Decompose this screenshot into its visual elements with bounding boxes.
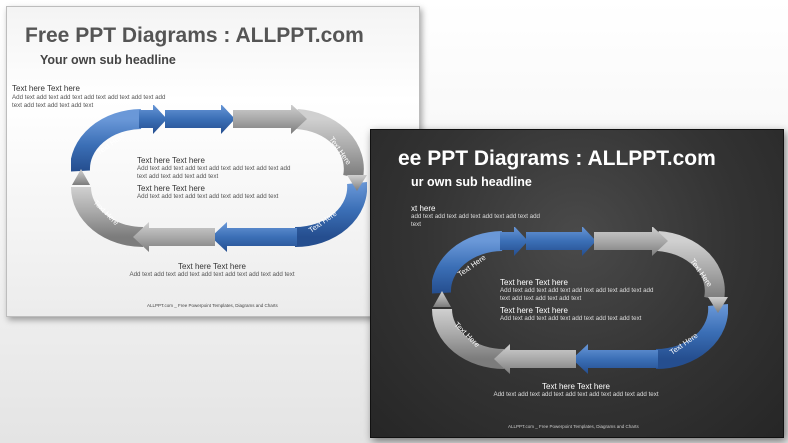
arrow-left-2 <box>133 222 215 252</box>
bottom-text-title: Text here Text here <box>178 262 246 271</box>
arrow-curve-bottom-right <box>294 182 367 248</box>
arrow-curve-top-right <box>296 109 364 180</box>
bottom-text-body: Add text add text add text add text add … <box>129 271 295 278</box>
top-text-title: xt here <box>411 204 436 213</box>
arrow-right-3 <box>233 105 307 134</box>
arrow-right-3 <box>594 227 668 256</box>
slide-dark[interactable]: ee PPT Diagrams : ALLPPT.com ur own sub … <box>370 129 784 438</box>
arrow-left-2 <box>494 344 576 374</box>
cycle-arrow-diagram: Text Here Text Here Text Here Text Here <box>71 105 367 252</box>
arrow-curve-top-right <box>657 231 725 302</box>
slide-subtitle: ur own sub headline <box>411 175 532 189</box>
arrow-curve-bottom-left <box>432 308 505 369</box>
arrow-curve-bottom-left <box>71 186 144 247</box>
arrow-left-1 <box>572 344 658 374</box>
footer-credit: ALLPPT.com _ Free Powerpoint Templates, … <box>147 303 278 308</box>
center-text-body-2: Add text add text add text add text add … <box>500 315 642 322</box>
slide-subtitle: Your own sub headline <box>40 53 176 67</box>
center-text-body-2: Add text add text add text add text add … <box>137 193 279 200</box>
bottom-text-title: Text here Text here <box>542 382 610 391</box>
arrow-curve-top-left <box>432 231 503 294</box>
center-text-body-1: Add text add text add text add text add … <box>500 287 654 302</box>
arrow-up-left <box>433 291 451 307</box>
top-text-body: Add text add text add text add text add … <box>12 94 166 109</box>
center-text-title-2: Text here Text here <box>137 184 205 193</box>
footer-credit: ALLPPT.com _ Free Powerpoint Templates, … <box>508 424 639 429</box>
center-text-body-1: Add text add text add text add text add … <box>137 165 291 180</box>
arrow-right-1 <box>500 227 528 256</box>
cycle-arrow-diagram: Text Here Text Here Text Here Text Here <box>432 227 728 374</box>
top-text-title: Text here Text here <box>12 84 80 93</box>
arrow-curve-top-left <box>71 109 142 172</box>
arrow-right-2 <box>165 105 235 134</box>
arrow-down-right <box>708 297 728 313</box>
center-text-title-2: Text here Text here <box>500 306 568 315</box>
arrow-right-1 <box>139 105 167 134</box>
slide-title: ee PPT Diagrams : ALLPPT.com <box>398 147 716 170</box>
arrow-left-1 <box>211 222 297 252</box>
arrow-curve-bottom-right <box>655 304 728 370</box>
arrow-down-right <box>347 175 367 191</box>
slide-title: Free PPT Diagrams : ALLPPT.com <box>25 24 364 47</box>
top-text-body: add text add text add text add text add … <box>411 213 540 228</box>
arrow-up-left <box>72 169 90 185</box>
center-text-title-1: Text here Text here <box>137 156 205 165</box>
slide-light[interactable]: Free PPT Diagrams : ALLPPT.com Your own … <box>6 6 420 317</box>
center-text-title-1: Text here Text here <box>500 278 568 287</box>
arrow-right-2 <box>526 227 596 256</box>
bottom-text-body: Add text add text add text add text add … <box>493 391 659 398</box>
